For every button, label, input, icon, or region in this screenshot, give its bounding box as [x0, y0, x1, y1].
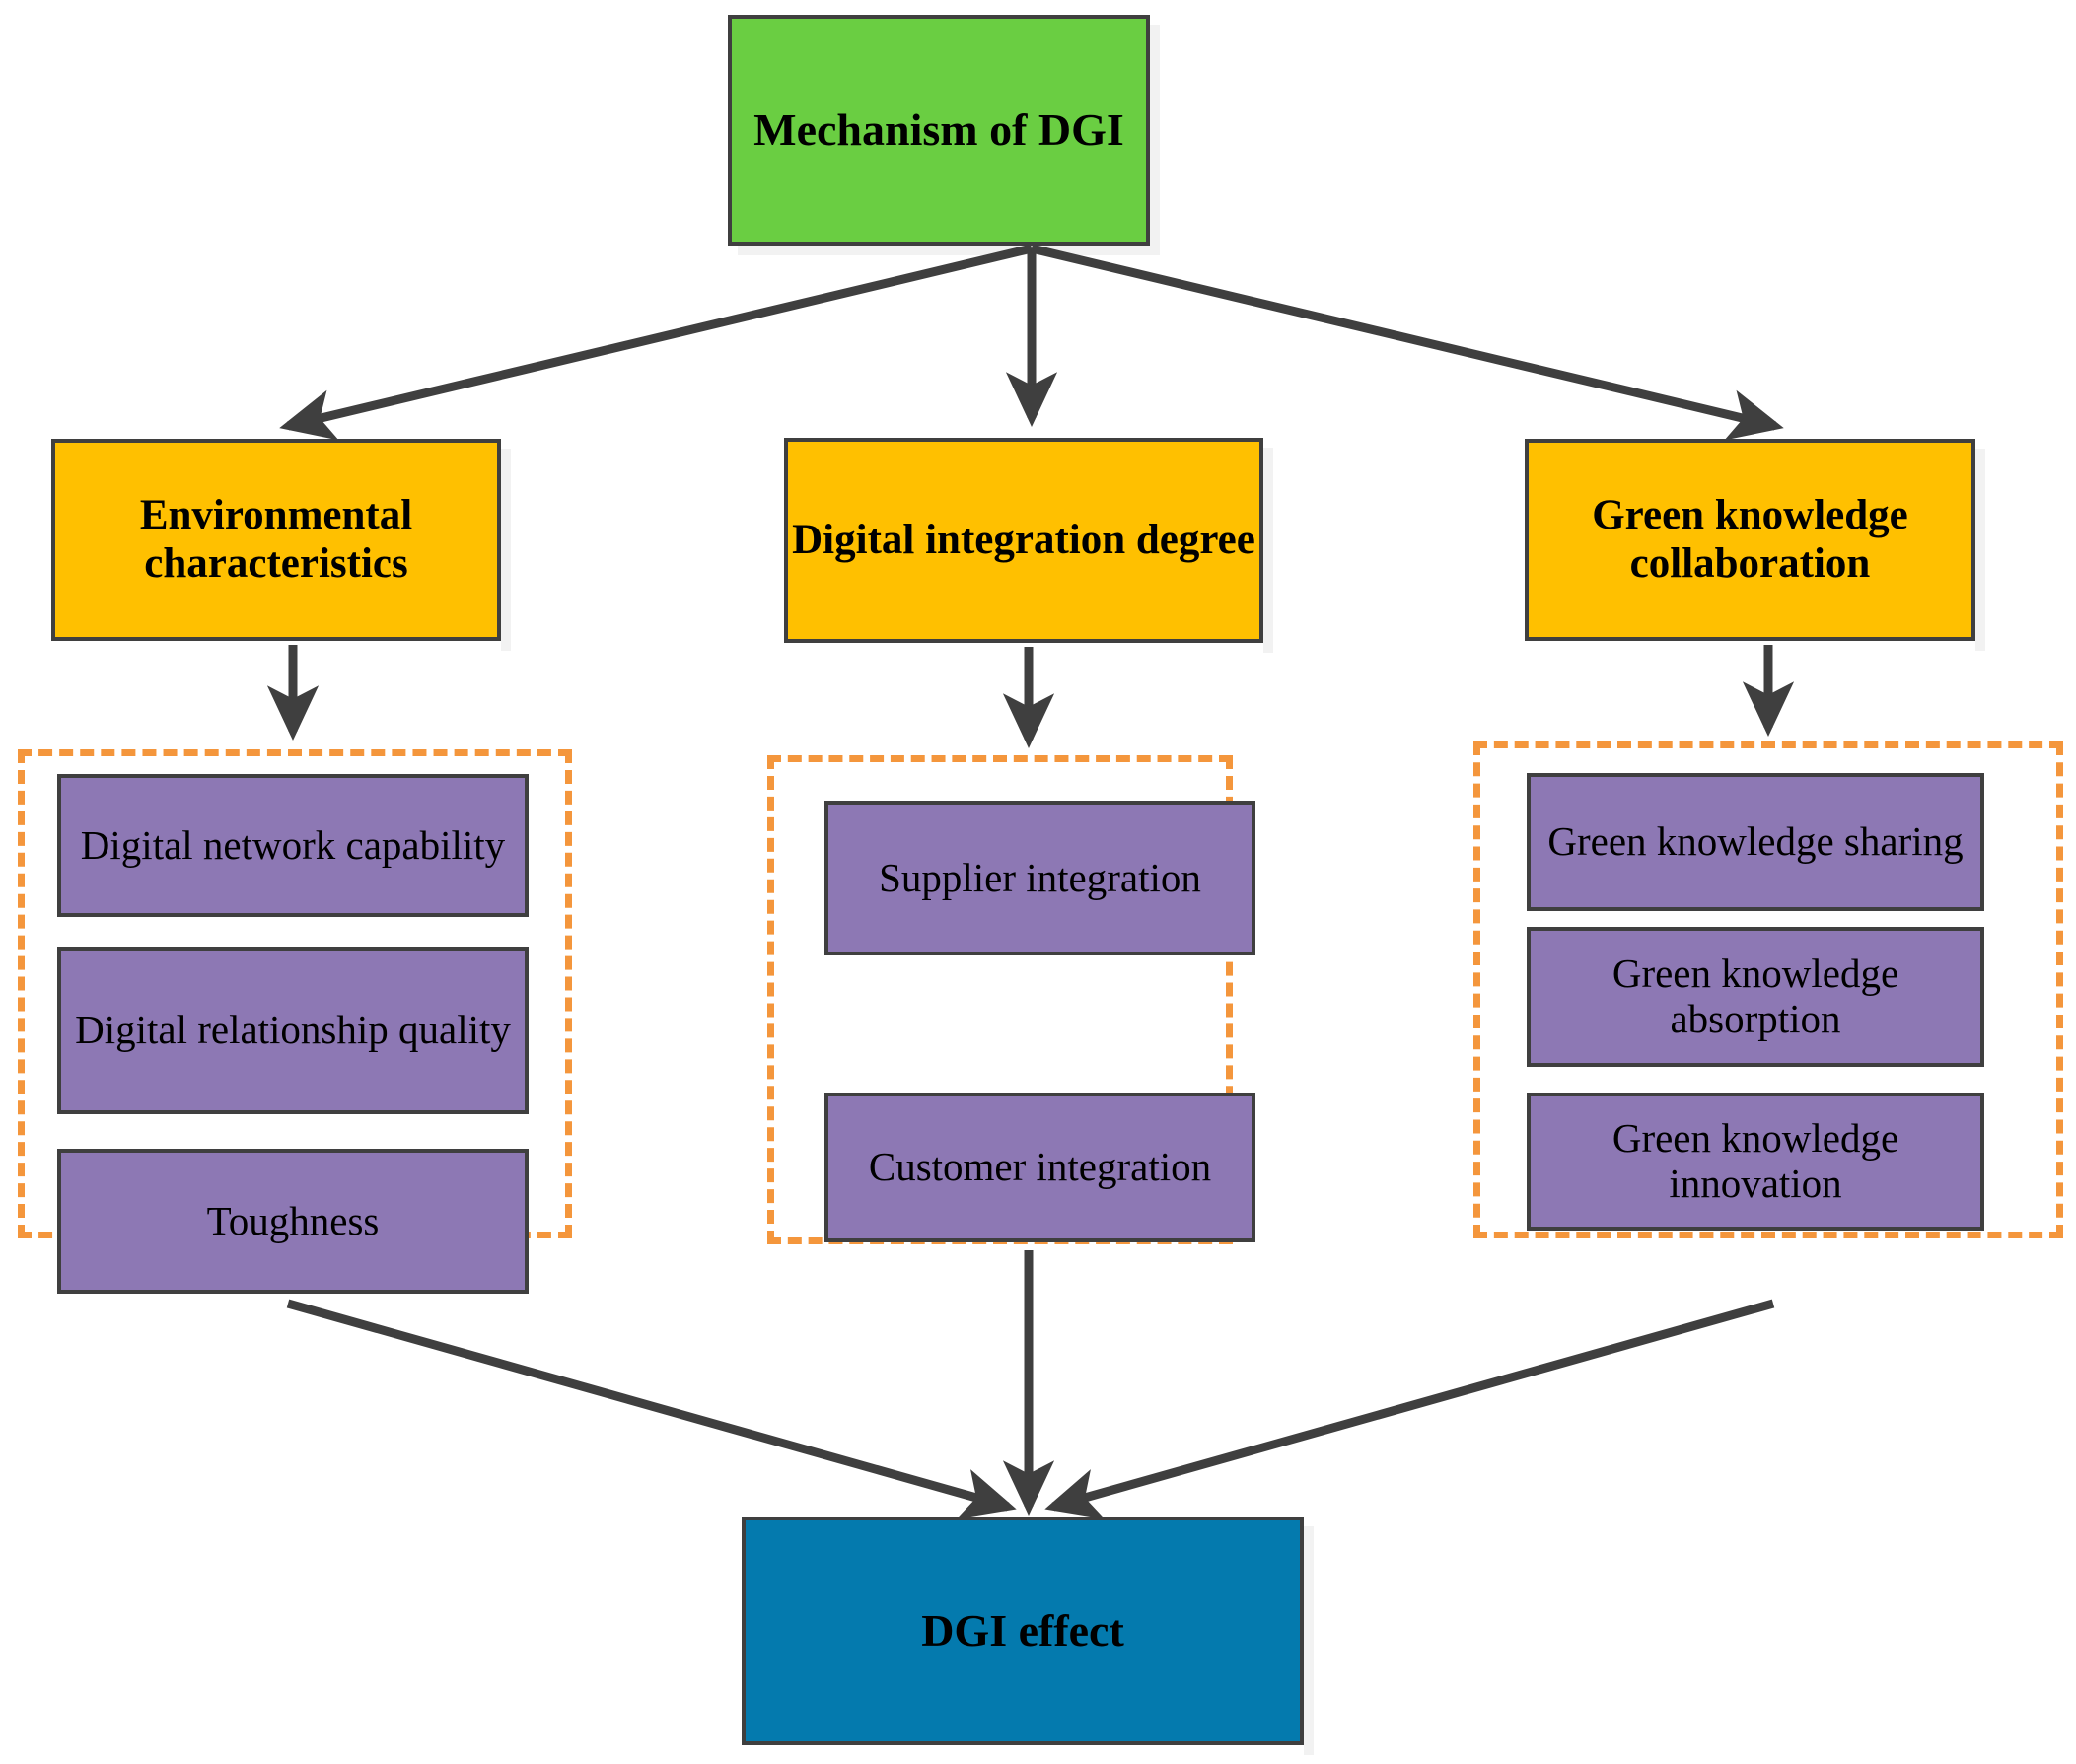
arrow-mechanism-to-environmental	[279, 244, 1034, 441]
node-green-knowledge-collaboration[interactable]: Green knowledge collaboration	[1525, 439, 1975, 641]
item-digital-relationship-quality[interactable]: Digital relationship quality	[57, 947, 529, 1114]
item-green-knowledge-innovation[interactable]: Green knowledge innovation	[1527, 1093, 1984, 1231]
item-digital-network-capability[interactable]: Digital network capability	[57, 774, 529, 917]
shadow-green	[1975, 449, 1985, 651]
item-green-knowledge-absorption[interactable]: Green knowledge absorption	[1527, 927, 1984, 1067]
item-toughness[interactable]: Toughness	[57, 1149, 529, 1294]
shadow-mechanism	[1150, 25, 1160, 255]
arrow-mechanism-to-green	[1030, 244, 1784, 441]
node-environmental-characteristics[interactable]: Environmental characteristics	[51, 439, 501, 641]
item-supplier-integration[interactable]: Supplier integration	[824, 801, 1255, 955]
shadow-digital	[1263, 448, 1273, 653]
group-green-knowledge-collaboration	[1473, 741, 2063, 1238]
arrow-green-group-to-dgi-effect	[1044, 1299, 1775, 1519]
shadow-mechanism-bottom	[738, 246, 1160, 255]
item-green-knowledge-sharing[interactable]: Green knowledge sharing	[1527, 773, 1984, 911]
shadow-env	[501, 449, 511, 651]
arrow-environmental-group-to-dgi-effect	[286, 1299, 1017, 1519]
node-digital-integration-degree[interactable]: Digital integration degree	[784, 438, 1263, 643]
shadow-dgi-effect	[1304, 1526, 1314, 1755]
item-customer-integration[interactable]: Customer integration	[824, 1093, 1255, 1242]
node-dgi-effect[interactable]: DGI effect	[742, 1517, 1304, 1745]
node-mechanism-of-dgi[interactable]: Mechanism of DGI	[728, 15, 1150, 246]
